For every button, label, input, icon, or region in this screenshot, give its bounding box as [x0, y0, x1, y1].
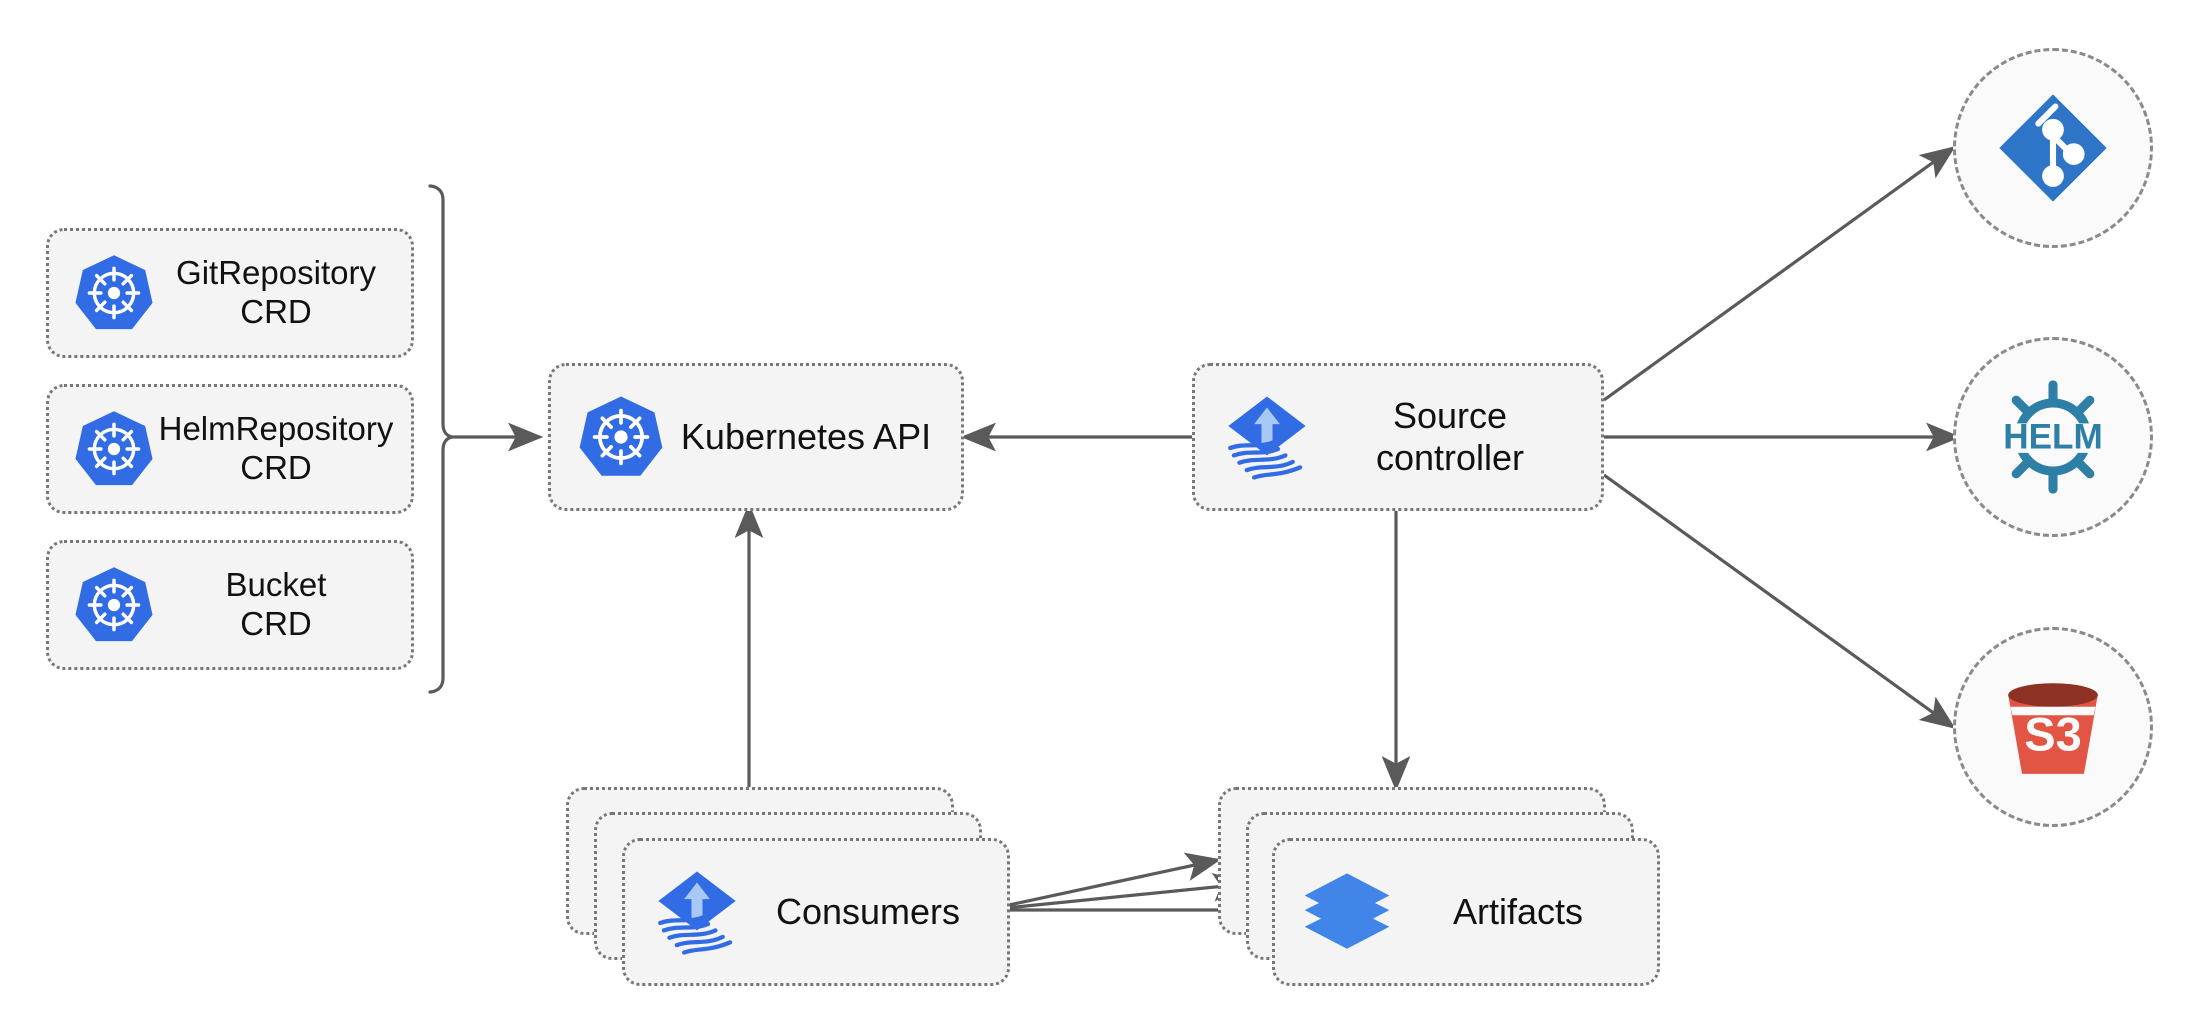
node-kubernetes-api[interactable]: Kubernetes API — [548, 363, 964, 511]
layers-icon — [1304, 873, 1390, 949]
kubernetes-icon — [579, 396, 663, 476]
node-label: Artifacts — [1452, 890, 1584, 932]
s3-bucket-icon: S3 — [2008, 683, 2098, 774]
node-label: Consumers — [775, 890, 961, 932]
edge-source-controller-to-git — [1603, 146, 1956, 402]
flux-icon — [658, 871, 736, 955]
edge-consumers-to-artifacts-1 — [985, 852, 1222, 912]
crd-card-helmrepository[interactable]: HelmRepository CRD — [46, 384, 414, 514]
node-consumers[interactable]: Consumers — [622, 838, 1010, 986]
crd-card-label: HelmRepository CRD — [158, 410, 394, 486]
external-source-git[interactable] — [1953, 48, 2153, 248]
node-label: Source controller — [1375, 394, 1525, 478]
s3-label: S3 — [2024, 708, 2081, 760]
node-artifacts[interactable]: Artifacts — [1272, 838, 1660, 986]
node-source-controller[interactable]: Source controller — [1192, 363, 1604, 511]
helm-label: HELM — [2003, 417, 2103, 456]
kubernetes-icon — [75, 411, 153, 486]
crd-card-label: GitRepository CRD — [176, 254, 376, 330]
crd-card-gitrepository[interactable]: GitRepository CRD — [46, 228, 414, 358]
node-label: Kubernetes API — [680, 415, 932, 457]
git-icon — [1999, 94, 2107, 202]
external-source-helm[interactable]: HELM — [1953, 337, 2153, 537]
crd-card-label: Bucket CRD — [225, 566, 327, 642]
edge-consumers-to-artifacts-2 — [985, 872, 1249, 912]
crd-group-brace — [428, 184, 453, 694]
kubernetes-icon — [75, 567, 153, 642]
external-source-s3[interactable]: S3 — [1953, 627, 2153, 827]
helm-icon: HELM — [2003, 380, 2103, 494]
flux-icon — [1228, 396, 1306, 480]
crd-card-bucket[interactable]: Bucket CRD — [46, 540, 414, 670]
kubernetes-icon — [75, 255, 153, 330]
edge-source-controller-to-s3 — [1603, 473, 1956, 729]
